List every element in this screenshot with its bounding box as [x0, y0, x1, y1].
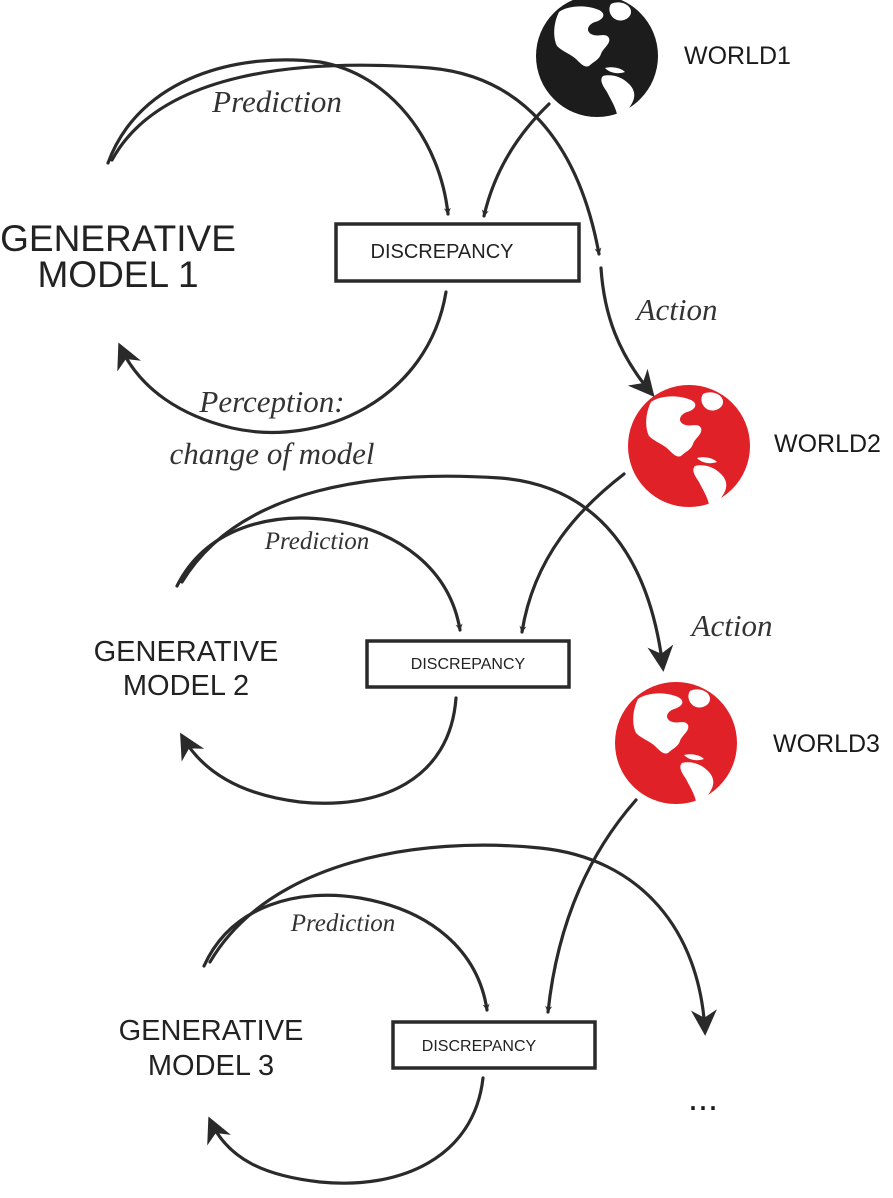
- perception-label-line1: Perception:: [198, 384, 344, 419]
- action-label-1: Action: [635, 292, 718, 327]
- world1-input-arrow: [481, 102, 551, 218]
- generative-model-3-line2: MODEL 3: [148, 1050, 274, 1082]
- prediction-label-1: Prediction: [211, 84, 342, 119]
- discrepancy-label-1: DISCREPANCY: [371, 241, 514, 263]
- generative-model-1-line2: MODEL 1: [37, 254, 198, 295]
- perception-arrow-2: [180, 696, 458, 805]
- perception-arrow-1: [117, 290, 448, 434]
- generative-model-1-line1: GENERATIVE: [0, 218, 236, 259]
- discrepancy-box-3: [391, 1020, 597, 1070]
- discrepancy-label-2: DISCREPANCY: [411, 656, 526, 673]
- continuation-arrow: [208, 843, 717, 1036]
- generative-model-3-line1: GENERATIVE: [119, 1015, 304, 1047]
- ellipsis: ...: [688, 1077, 718, 1118]
- world1-label: WORLD1: [684, 42, 791, 70]
- prediction-label-2: Prediction: [264, 528, 370, 555]
- discrepancy-box-2: [365, 639, 571, 689]
- action-label-2: Action: [690, 608, 773, 643]
- generative-model-2-line2: MODEL 2: [123, 670, 249, 702]
- discrepancy-label-3: DISCREPANCY: [422, 1038, 537, 1055]
- action-arrow-1a: [110, 63, 602, 256]
- world1-globe: [536, 0, 658, 117]
- world3-globe: [615, 682, 737, 804]
- prediction-arrow-3: [202, 893, 490, 1012]
- prediction-label-3: Prediction: [290, 910, 396, 937]
- world2-label: WORLD2: [774, 430, 881, 458]
- action-arrow-1b: [599, 266, 655, 397]
- perception-arrow-3: [207, 1076, 485, 1185]
- world3-label: WORLD3: [773, 730, 880, 758]
- action-arrow-2: [180, 474, 674, 672]
- world3-input-arrow: [545, 798, 638, 1014]
- perception-label-line2: change of model: [170, 436, 375, 471]
- generative-model-2-line1: GENERATIVE: [94, 636, 279, 668]
- discrepancy-box-1: [334, 222, 581, 283]
- world2-globe: [628, 385, 750, 507]
- world2-input-arrow: [519, 472, 626, 634]
- prediction-arrow-1: [106, 58, 451, 216]
